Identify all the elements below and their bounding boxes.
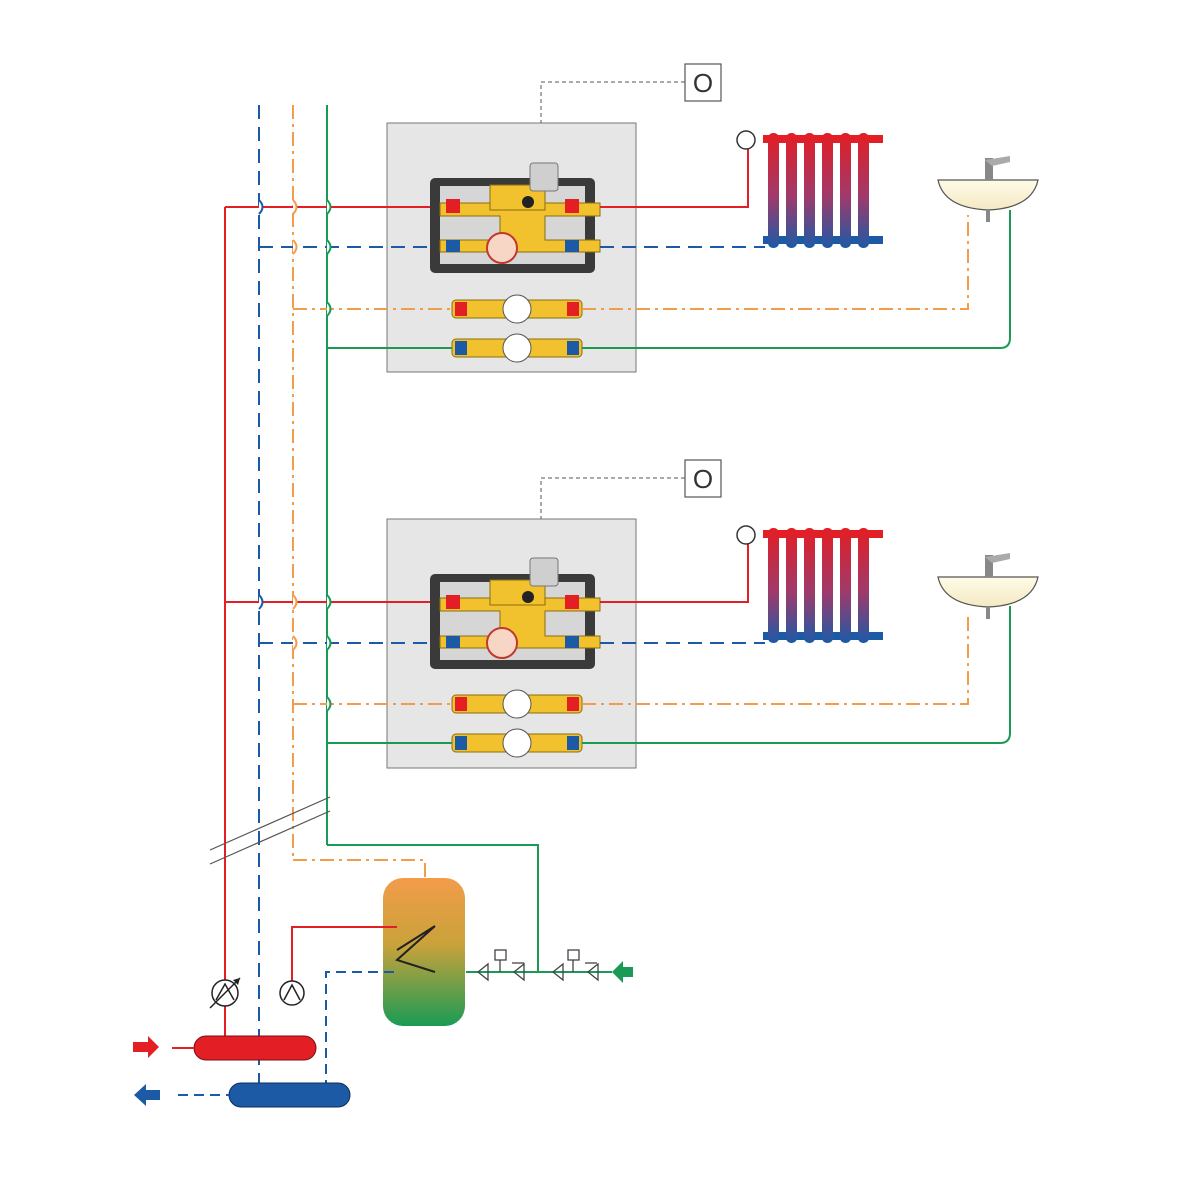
satellite-unit-upper: O: [225, 63, 1039, 373]
radiator-valve-icon: [736, 525, 756, 545]
cold-supply: [327, 844, 539, 972]
branch-cold: [327, 606, 1011, 744]
dhw-meter: [451, 689, 583, 719]
room-thermostat-icon: [684, 63, 722, 102]
branch-dhw: [293, 612, 969, 705]
radiator-icon: [736, 525, 883, 643]
washbasin-icon: [937, 553, 1039, 619]
actuator: [529, 557, 559, 587]
coil-return: [325, 971, 397, 1090]
room-thermostat-icon: [684, 459, 722, 498]
cold-water-meter: [451, 728, 583, 758]
risers: [224, 105, 328, 1085]
plant-room: [133, 844, 633, 1108]
satellite-unit-lower: O: [225, 459, 1039, 769]
check-valve-icon: [476, 949, 525, 982]
coil-flow: [291, 926, 397, 990]
actuator: [529, 162, 559, 192]
radiator-valve-icon: [736, 130, 756, 150]
cold-water-inlet-arrow-icon: [612, 961, 633, 983]
tank-coil: [395, 925, 436, 973]
brass-manifold: [439, 597, 601, 649]
pipe-break-mark: [209, 796, 331, 865]
dhw-to-tank: [293, 859, 426, 878]
meter-dial: [486, 232, 518, 264]
thermostat-label: O: [693, 68, 713, 98]
dhw-meter: [451, 294, 583, 324]
variable-speed-pump-icon: [209, 977, 241, 1009]
brass-manifold: [439, 202, 601, 253]
branch-dhw: [293, 215, 969, 310]
circulation-pump-icon: [279, 980, 305, 1006]
arrow-in-icon: [133, 1036, 159, 1058]
radiator-icon: [736, 130, 883, 248]
arrow-out-icon: [134, 1084, 160, 1106]
flow-header-icon: [193, 1035, 317, 1061]
check-valve-icon: [551, 949, 599, 982]
meter-dial: [486, 627, 518, 659]
dhw-storage-tank-icon: [383, 878, 465, 1026]
return-header-icon: [228, 1082, 351, 1108]
washbasin-icon: [937, 156, 1039, 222]
branch-cold: [327, 210, 1011, 349]
cold-water-meter: [451, 333, 583, 363]
thermostat-label: O: [693, 464, 713, 494]
